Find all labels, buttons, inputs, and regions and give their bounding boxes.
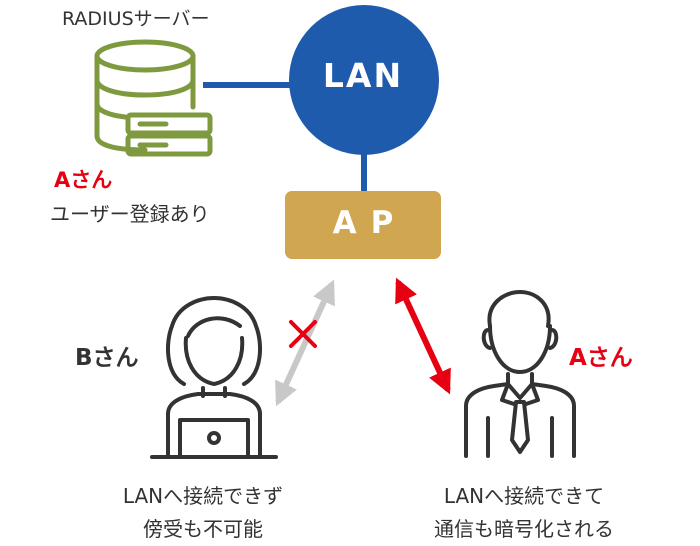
person-a-caption-line2: 通信も暗号化される <box>434 517 614 541</box>
person-b-caption: LANへ接続できず 傍受も不可能 <box>88 480 318 546</box>
person-b-caption-line1: LANへ接続できず <box>122 484 284 508</box>
lan-circle <box>289 5 439 155</box>
x-mark-icon <box>289 320 317 348</box>
server-title: RADIUSサーバー <box>62 8 210 30</box>
person-b-caption-line2: 傍受も不可能 <box>143 517 263 541</box>
businessman-icon <box>464 290 576 458</box>
server-note: ユーザー登録あり <box>50 202 210 226</box>
connected-arrow <box>395 277 451 395</box>
person-a-name: Aさん <box>569 345 633 371</box>
person-b-name: Bさん <box>75 345 139 371</box>
woman-laptop-icon <box>150 296 278 459</box>
lan-label: LAN <box>322 56 404 95</box>
server-user-label: Aさん <box>54 168 113 192</box>
ap-label: AP <box>332 205 408 241</box>
ap-box <box>285 191 441 259</box>
person-a-caption: LANへ接続できて 通信も暗号化される <box>404 480 644 546</box>
person-a-caption-line1: LANへ接続できて <box>443 484 605 508</box>
blocked-arrow <box>275 279 335 407</box>
server-icon <box>94 39 213 157</box>
